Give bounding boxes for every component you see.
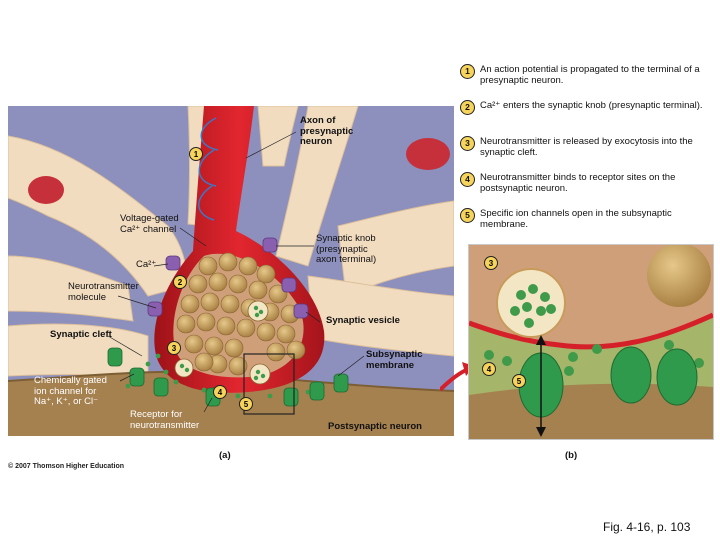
leader-lines [107,131,365,413]
ca-channels [147,237,309,319]
step-3: 3 Neurotransmitter is released by exocyt… [458,136,716,172]
exocytosis-vesicle [249,363,271,385]
step-text: Neurotransmitter binds to receptor sites… [480,172,676,194]
step-text: An action potential is propagated to the… [480,64,700,86]
label-ca: Ca²⁺ [136,259,157,270]
figure-caption: Fig. 4-16, p. 103 [603,520,691,534]
vesicle-large [647,245,711,307]
marker-2: 2 [178,278,183,287]
action-potential-arrows [198,117,219,221]
label-postsynaptic-neuron: Postsynaptic neuron [328,421,422,432]
step-2: 2 Ca²⁺ enters the synaptic knob (presyna… [458,100,716,136]
label-synaptic-cleft: Synaptic cleft [50,329,112,340]
vesicle-exocytosis [496,268,566,338]
step-number: 4 [460,172,475,187]
step-markers-a [167,147,253,411]
marker-1: 1 [194,150,199,159]
step-list: 1 An action potential is propagated to t… [458,64,716,244]
closeup-channels [518,346,698,418]
zoom-box [243,353,295,415]
label-synaptic-knob: Synaptic knob (presynaptic axon terminal… [316,233,377,265]
step-text: Ca²⁺ enters the synaptic knob (presynapt… [480,100,703,111]
fusing-vesicle [174,358,194,378]
marker-b-3: 3 [489,259,494,268]
step-number: 3 [460,136,475,151]
presynaptic-membrane [469,312,713,350]
step-1: 1 An action potential is propagated to t… [458,64,716,100]
marker-b-4: 4 [487,365,492,374]
ion-flow-arrowhead-up [536,335,546,345]
marker-4: 4 [218,388,223,397]
synapse-drawing: 1 2 3 4 5 [8,106,454,436]
synaptic-vesicles [176,252,306,376]
label-voltage-gated-channel: Voltage-gated Ca²⁺ channel [120,213,179,235]
neurotransmitter-molecules [125,305,311,399]
synapse-illustration: 1 2 3 4 5 Axon of presynaptic neuron Vol… [8,106,454,436]
closeup-neurotransmitters [484,284,704,376]
panel-b-label: (b) [565,450,578,461]
label-axon: Axon of presynaptic neuron [300,115,354,147]
step-number: 5 [460,208,475,223]
closeup-drawing: 3 4 5 [469,245,713,439]
label-neurotransmitter-molecule: Neurotransmitter molecule [68,281,139,303]
filled-vesicle [247,300,269,322]
receptor-closeup: 3 4 5 [468,244,714,440]
step-4: 4 Neurotransmitter binds to receptor sit… [458,172,716,208]
marker-3: 3 [172,344,177,353]
step-number: 2 [460,100,475,115]
panel-a-label: (a) [219,450,231,461]
step-5: 5 Specific ion channels open in the subs… [458,208,716,244]
step-markers-b [482,256,526,388]
marker-5: 5 [244,400,249,409]
step-text: Neurotransmitter is released by exocytos… [480,136,693,158]
label-subsynaptic-membrane: Subsynaptic membrane [366,349,423,371]
label-synaptic-vesicle: Synaptic vesicle [326,315,400,326]
label-chemically-gated-channel: Chemically gated ion channel for Na⁺, K⁺… [34,375,107,407]
step-text: Specific ion channels open in the subsyn… [480,208,672,230]
copyright-notice: © 2007 Thomson Higher Education [8,463,125,470]
ion-flow-arrowhead-down [536,427,546,437]
label-receptor: Receptor for neurotransmitter [130,409,200,431]
marker-b-5: 5 [517,377,522,386]
step-number: 1 [460,64,475,79]
